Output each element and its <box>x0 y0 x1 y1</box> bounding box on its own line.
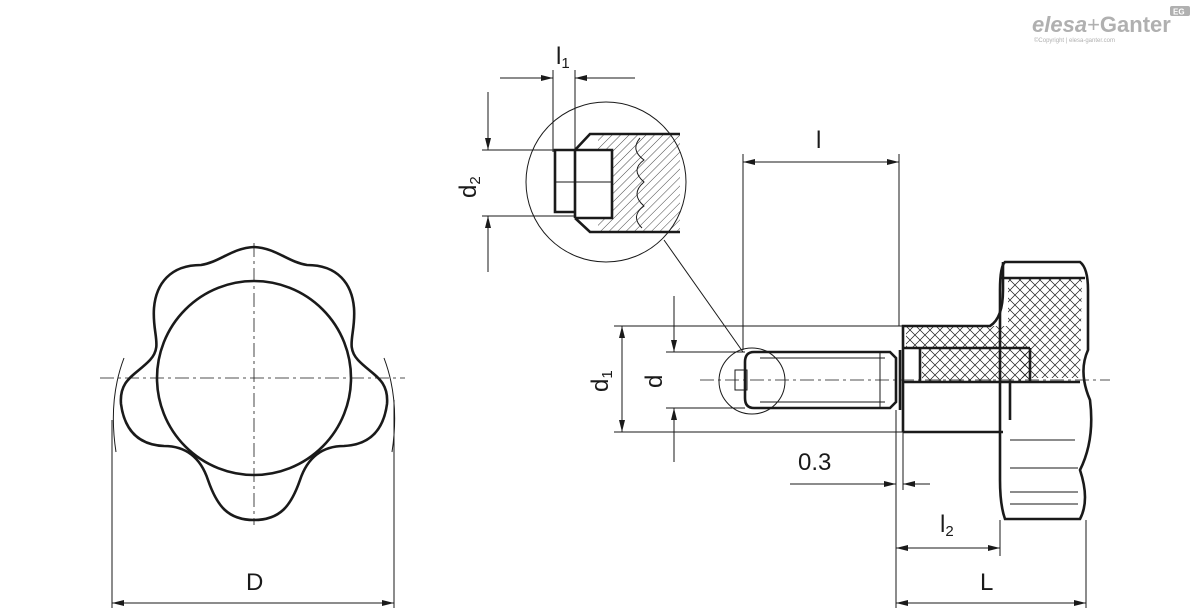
dim-l2-label: l2 <box>940 511 954 540</box>
svg-text:©Copyright | elesa-ganter.com: ©Copyright | elesa-ganter.com <box>1034 37 1115 44</box>
knob-front-view: D <box>100 243 405 608</box>
dimension-lines: l d1 d 0.3 l2 L <box>587 127 1087 608</box>
dim-D-label: D <box>246 569 263 596</box>
dim-d-label: d <box>641 375 668 388</box>
dim-l-label: l <box>816 127 821 154</box>
detail-view: l1 d2 <box>455 43 687 272</box>
brand-logo: elesa+Ganter EG ©Copyright | elesa-gante… <box>1032 6 1190 44</box>
knob-side-view <box>663 239 1110 521</box>
dim-d1-label: d1 <box>587 370 616 392</box>
svg-text:elesa+Ganter: elesa+Ganter <box>1032 12 1171 37</box>
dim-l1-label: l1 <box>556 43 570 72</box>
svg-text:EG: EG <box>1173 8 1185 17</box>
dim-L-label: L <box>980 569 993 596</box>
dim-d2-label: d2 <box>455 176 484 198</box>
dim-gap-label: 0.3 <box>798 449 831 476</box>
